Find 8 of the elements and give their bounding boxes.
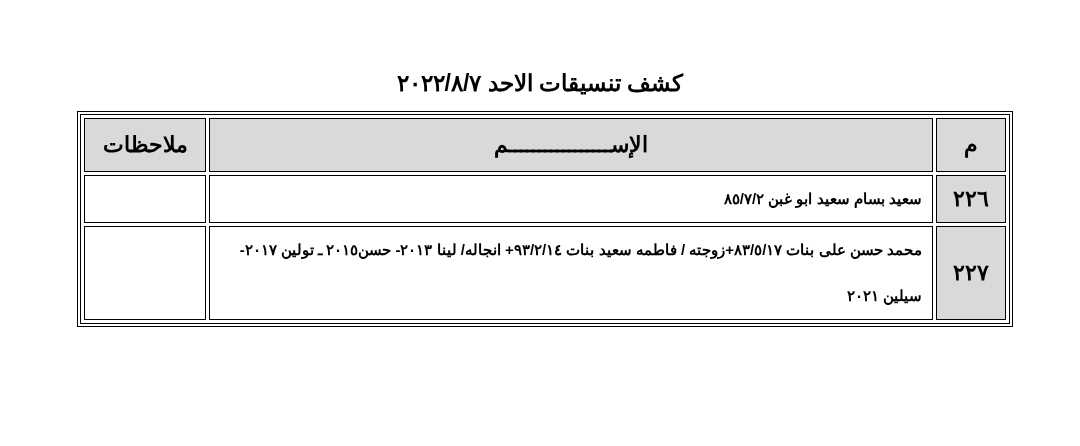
row-number: ٢٢٦ — [936, 175, 1006, 223]
column-header: ملاحظات — [84, 118, 206, 172]
row-number: ٢٢٧ — [936, 226, 1006, 320]
page-title: كشف تنسيقات الاحد ٢٠٢٢/٨/٧ — [396, 70, 684, 96]
column-header: الإســـــــــــــــــم — [209, 118, 933, 172]
name-entry: سعيد بسام سعيد ابو غبن ٨٥/٧/٢ — [209, 175, 933, 223]
name-entry: محمد حسن على بنات ٨٣/٥/١٧+زوجته / فاطمه سعيد بنات ٩٣/٢/١٤+ انجاله/ لينا ٢٠١٣- حسن٢٠١٥ ـ تولين ٢٠١٧- سيلين ٢٠٢١ — [209, 226, 933, 320]
column-header: م — [936, 118, 1006, 172]
